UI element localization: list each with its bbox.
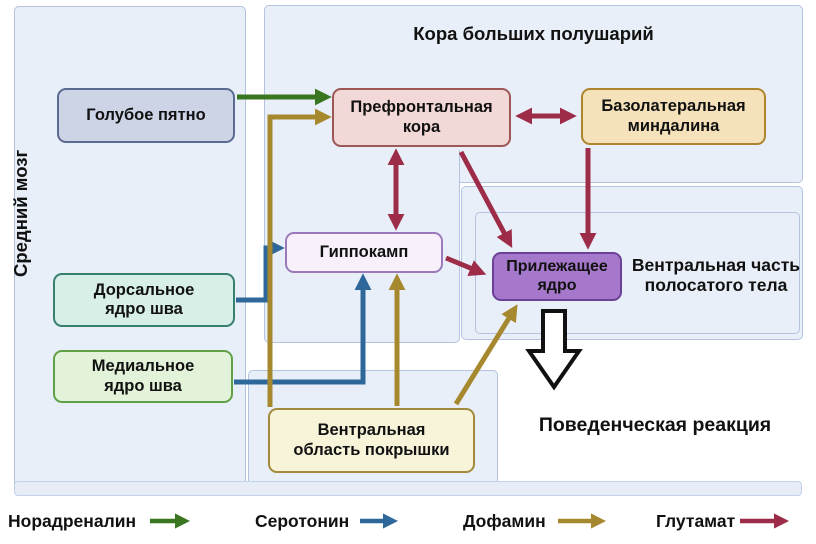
node-label: кора — [402, 117, 441, 136]
ventral-striatum-label-line1: Вентральная часть — [631, 255, 801, 275]
legend-label-dopamine: Дофамин — [463, 511, 546, 531]
node-label: миндалина — [627, 116, 720, 135]
ventral-striatum-label-line2: полосатого тела — [644, 274, 788, 295]
node-label: Прилежащее — [506, 257, 608, 275]
panel-midbrain — [14, 6, 246, 492]
node-label: Вентральная — [317, 421, 426, 440]
node-label: Гиппокамп — [319, 242, 409, 261]
legend-label-glutamate: Глутамат — [656, 511, 736, 531]
node-label: Дорсальное — [93, 280, 195, 299]
node-label: ядро шва — [104, 376, 182, 395]
node-label: ядро — [537, 276, 577, 294]
node-hippocampus: Гиппокамп — [285, 232, 443, 273]
midbrain-region-label: Средний мозг — [10, 149, 31, 277]
node-locus-coeruleus: Голубое пятно — [57, 88, 235, 143]
node-prefrontal-cortex: Префронтальная кора — [332, 88, 511, 147]
node-dorsal-raphe: Дорсальное ядро шва — [53, 273, 235, 327]
ventral-striatum-label: Вентральная часть полосатого тела — [630, 255, 802, 295]
node-label: Медиальное — [91, 357, 195, 376]
node-label: Префронтальная — [350, 98, 493, 117]
node-label: Голубое пятно — [86, 105, 206, 124]
node-medial-raphe: Медиальное ядро шва — [53, 350, 233, 403]
node-basolateral-amygdala: Базолатеральная миндалина — [581, 88, 766, 145]
node-label: область покрышки — [293, 440, 450, 459]
divider-strip — [14, 481, 802, 496]
cortex-region-label: Кора больших полушарий — [413, 23, 654, 44]
node-vta: Вентральная область покрышки — [268, 408, 475, 473]
legend-label-serotonin: Серотонин — [255, 511, 350, 531]
legend-label-noradrenaline: Норадреналин — [8, 511, 137, 531]
behavior-response-label: Поведенческая реакция — [538, 414, 772, 436]
node-label: Базолатеральная — [601, 97, 746, 116]
node-nucleus-accumbens: Прилежащее ядро — [492, 252, 622, 301]
node-label: ядро шва — [105, 300, 183, 318]
